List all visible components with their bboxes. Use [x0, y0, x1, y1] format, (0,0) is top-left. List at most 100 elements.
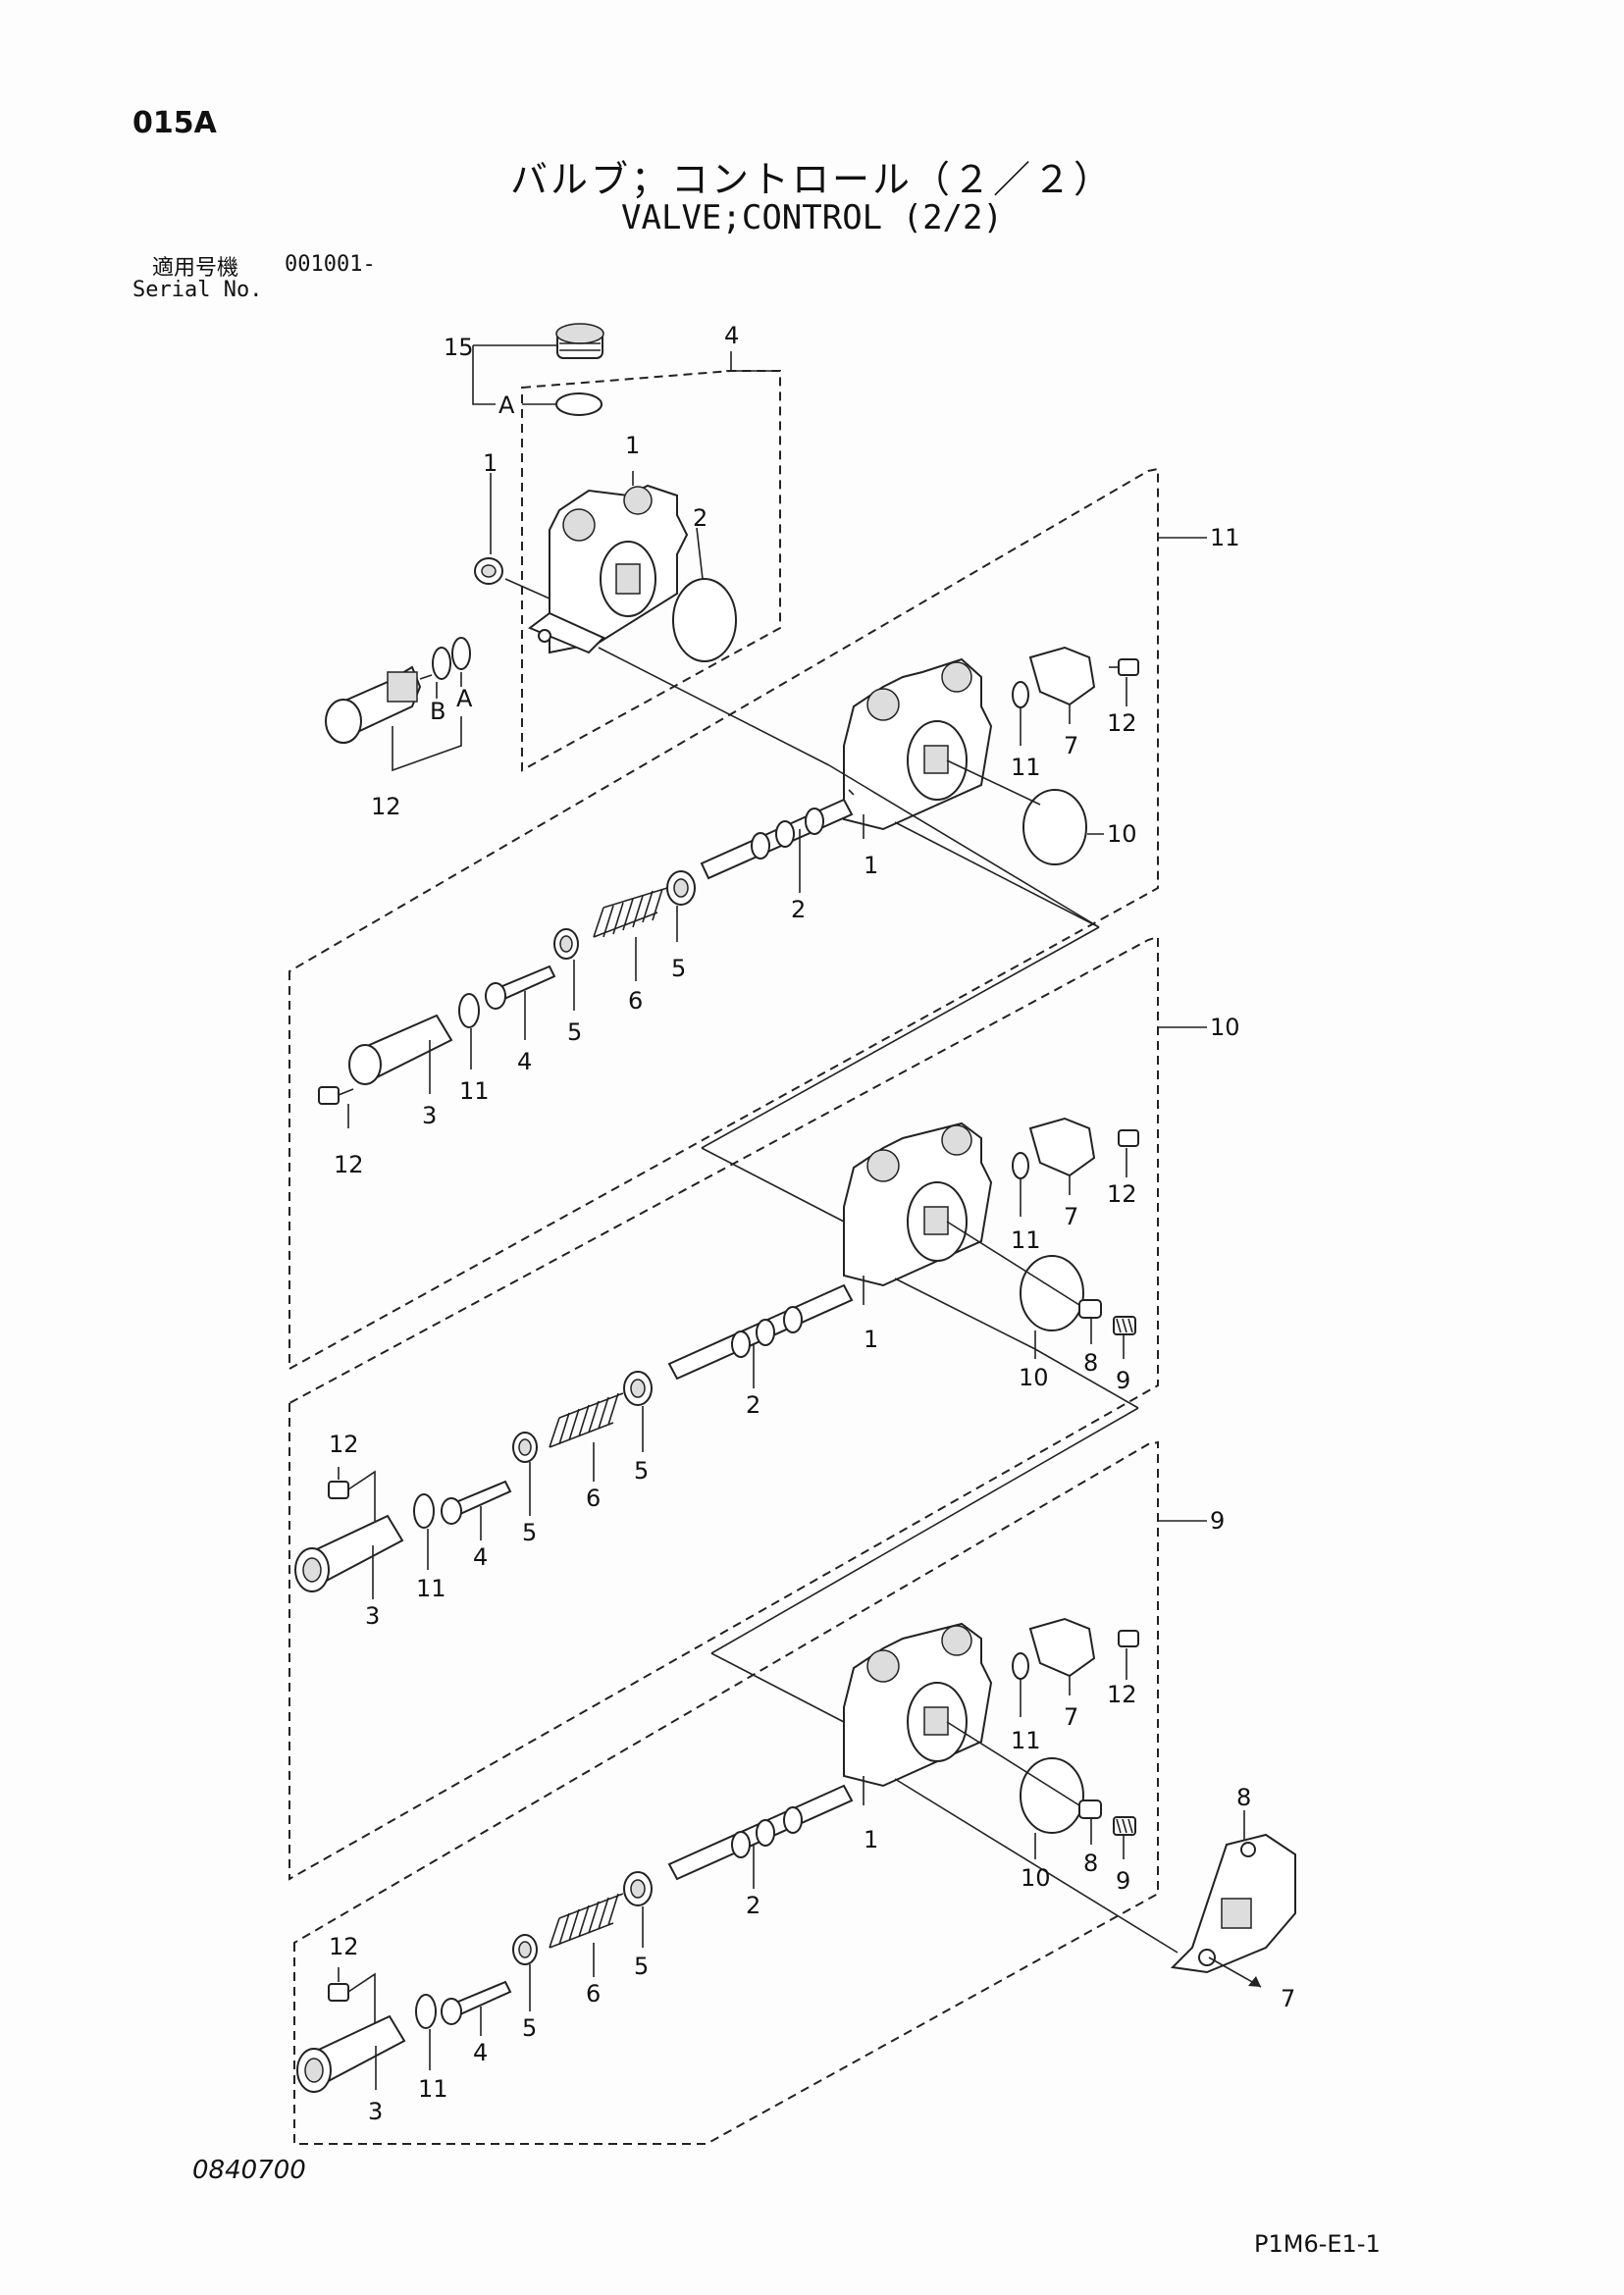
spring-seat-part-5-d — [512, 1432, 538, 1463]
callout-11-s9-right: 11 — [1011, 1727, 1041, 1754]
section-group-11 — [288, 467, 1207, 1371]
o-ring-part-11-right-c — [1012, 1652, 1029, 1680]
callout-1-s10: 1 — [864, 1326, 878, 1353]
callout-11-s10-left: 11 — [416, 1575, 446, 1602]
callout-11-s11-right: 11 — [1011, 754, 1041, 781]
callout-3-s9: 3 — [368, 2098, 383, 2125]
callout-12-s10-right: 12 — [1107, 1180, 1137, 1208]
callout-10-group: 10 — [1210, 1014, 1240, 1041]
callout-7-s11: 7 — [1064, 732, 1078, 759]
bolt-part-12-c — [328, 1967, 349, 2002]
page-title-japanese: バルブ；コントロール（２／２） — [509, 158, 1114, 201]
callout-5-s9-a: 5 — [634, 1953, 649, 1980]
callout-1-s11: 1 — [864, 852, 878, 879]
spring-seat-part-5-e — [623, 1871, 653, 1906]
group-9-boundary — [293, 1440, 1159, 2145]
o-ring-part-10 — [1022, 789, 1087, 865]
callout-2-s10: 2 — [746, 1391, 760, 1419]
bolt-part-12-right-c — [1118, 1630, 1139, 1647]
inlet-block-body — [528, 484, 689, 654]
plug-part-8-c — [1078, 1799, 1102, 1819]
o-ring-part-11-right — [1012, 681, 1029, 708]
plug-part-15 — [555, 323, 604, 359]
callout-7-arrow: 7 — [1281, 1985, 1295, 2012]
callout-11-s10-right: 11 — [1011, 1226, 1041, 1254]
document-number: 0840700 — [192, 2156, 306, 2185]
callout-4-s10: 4 — [473, 1543, 488, 1571]
spring-seat-part-5-f — [512, 1934, 538, 1965]
callout-12-top: 12 — [371, 793, 401, 820]
callout-1-top-left: 1 — [483, 449, 498, 477]
callout-a: A — [456, 685, 473, 712]
page-code: 015A — [132, 106, 217, 140]
spring-part-6-c — [549, 1893, 624, 1949]
callout-11-group: 11 — [1210, 524, 1240, 551]
bolt-part-12-right-b — [1118, 1129, 1139, 1147]
callout-5-s10-a: 5 — [634, 1457, 649, 1485]
callout-3-s11: 3 — [422, 1102, 437, 1129]
callout-5-s10-b: 5 — [522, 1519, 537, 1546]
callout-4-s11: 4 — [517, 1048, 532, 1075]
callout-11-s11-left: 11 — [459, 1077, 490, 1105]
callout-4-s9: 4 — [473, 2039, 488, 2066]
o-ring-part-11-left-c — [415, 1994, 437, 2029]
callout-b: B — [430, 698, 445, 725]
spring-part-6-b — [549, 1392, 624, 1448]
page-title-english: VALVE;CONTROL (2/2) — [621, 198, 1003, 237]
spring-part-6-a — [593, 887, 668, 938]
callout-a-top: A — [498, 391, 515, 419]
callout-1-top-right: 1 — [625, 432, 640, 459]
callout-5-s11-b: 5 — [567, 1018, 582, 1046]
spool-part-2-c — [667, 1784, 854, 1881]
cap-part-3-c — [296, 2014, 406, 2093]
cap-part-7 — [1028, 646, 1096, 706]
group-10-boundary — [288, 935, 1159, 1881]
spring-part-9-c — [1113, 1816, 1136, 1836]
arrow-to-part-7 — [1248, 1976, 1261, 1987]
cap-part-3-a — [348, 1014, 453, 1085]
callout-5-s9-b: 5 — [522, 2014, 537, 2042]
plug-part-8-b — [1078, 1299, 1102, 1319]
cap-part-7-b — [1028, 1117, 1096, 1177]
o-ring-a — [451, 637, 471, 670]
spring-part-9-b — [1113, 1316, 1136, 1335]
group-11-boundary — [288, 467, 1159, 1371]
o-ring-part-10-b — [1020, 1255, 1084, 1331]
section-group-10 — [288, 935, 1207, 1881]
serial-label-japanese: 適用号機 — [152, 256, 239, 281]
bolt-part-12-right — [1109, 658, 1139, 676]
callout-10-s11: 10 — [1107, 820, 1137, 848]
callout-2-top: 2 — [693, 504, 707, 532]
o-ring-part-11-right-b — [1012, 1152, 1029, 1179]
callout-10-s10: 10 — [1019, 1364, 1049, 1391]
stopper-part-4-a — [485, 965, 556, 1010]
relief-valve-part-12 — [325, 665, 433, 744]
callout-12-s9-left: 12 — [329, 1933, 359, 1960]
callout-12-s10-left: 12 — [329, 1431, 359, 1458]
callout-15: 15 — [444, 334, 474, 361]
group-4-boundary — [521, 370, 781, 772]
o-ring-part-10-c — [1020, 1757, 1084, 1834]
spring-seat-part-5-c — [623, 1371, 653, 1406]
spring-seat-part-5-a — [666, 870, 696, 906]
callout-6-s11: 6 — [628, 987, 643, 1015]
cap-part-7-c — [1028, 1617, 1096, 1678]
callout-1-s9: 1 — [864, 1826, 878, 1853]
callout-2-s9: 2 — [746, 1892, 760, 1919]
sheet-code: P1M6-E1-1 — [1254, 2230, 1381, 2258]
callout-labels: 15 A 4 1 1 2 B A 12 11 12 7 11 10 1 2 5 … — [329, 322, 1295, 2125]
callout-6-s10: 6 — [586, 1485, 601, 1512]
callout-10-s9: 10 — [1021, 1864, 1051, 1892]
spool-part-2-a — [700, 798, 854, 880]
inlet-block-group — [325, 323, 830, 772]
section-group-9 — [293, 1440, 1296, 2145]
o-ring-part-11-left-b — [413, 1493, 435, 1529]
callout-12-s11-right: 12 — [1107, 709, 1137, 737]
stopper-part-4-b — [441, 1480, 512, 1525]
bolt-part-12-b — [328, 1467, 349, 1499]
o-ring-part-11-left — [458, 993, 480, 1028]
callout-6-s9: 6 — [586, 1980, 601, 2008]
spring-seat-part-5-b — [553, 928, 579, 960]
